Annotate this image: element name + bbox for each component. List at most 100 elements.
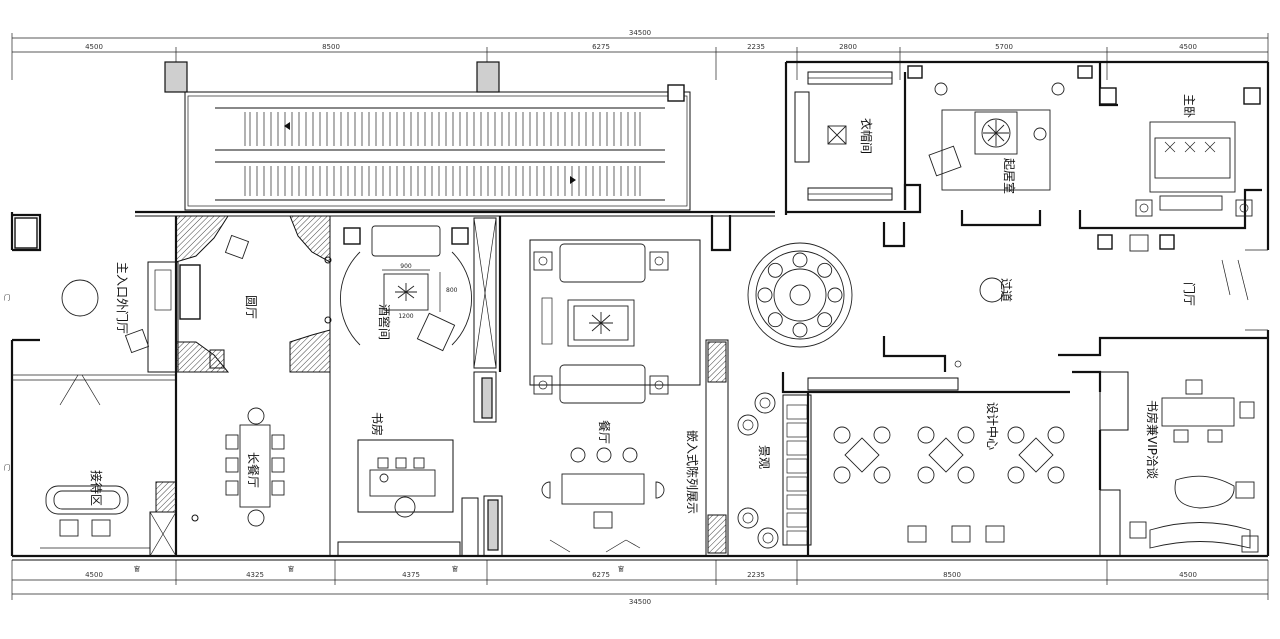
label-entrance: 主入口外门厅 [115, 262, 130, 334]
plant-core [742, 419, 754, 431]
plant-core [762, 532, 774, 544]
plant [757, 527, 779, 549]
label-sample: 景观 [757, 445, 771, 469]
escalator-steps [249, 112, 636, 196]
wine-room-sofa [371, 225, 441, 257]
plant-core [759, 397, 771, 409]
long-dining-chair [225, 434, 239, 450]
round-dining-chair [757, 287, 773, 303]
dimension-top-2: 8500 [322, 43, 340, 51]
design-chair [833, 466, 851, 484]
dimension-bottom-3: 4375 [402, 571, 420, 579]
label-table-width: 900 [400, 263, 412, 270]
vip-desk [1161, 397, 1235, 427]
design-chair [957, 466, 975, 484]
dimension-top-3: 6275 [592, 43, 610, 51]
escalator-column-mid [476, 61, 500, 93]
design-chair [833, 426, 851, 444]
entrance-area: 主入口外门厅 [12, 213, 179, 406]
label-lounge: 起居室 [1002, 158, 1017, 194]
design-tables [833, 426, 1065, 484]
design-table [844, 437, 880, 473]
design-chair [917, 426, 935, 444]
sample-cells [786, 404, 808, 546]
living-sofa-bottom [559, 364, 646, 404]
sample-plants [737, 392, 779, 549]
design-chair [1007, 466, 1025, 484]
plant [737, 414, 759, 436]
dimension-bottom-4: 6275 [592, 571, 610, 579]
round-dining-chair [767, 312, 783, 328]
label-cloakroom: 衣帽间 [859, 118, 874, 154]
escalator [164, 61, 691, 211]
sample-cell [786, 530, 808, 546]
wine-room: 900 800 1200 酒窖间 [339, 225, 473, 352]
living-room [529, 239, 701, 404]
lounge-star-icon [983, 120, 1009, 146]
vip-oval-table [1174, 475, 1235, 509]
long-dining-chair [271, 434, 285, 450]
vip-study: 书房兼VIP洽谈 [1072, 370, 1259, 557]
label-left-door-2: 门 [4, 464, 10, 472]
long-dining-chair [271, 480, 285, 496]
design-chair [1047, 466, 1065, 484]
round-dining-table [773, 268, 827, 322]
design-table [1018, 437, 1054, 473]
reception: 接待区 [40, 372, 178, 557]
label-study: 书房 [370, 412, 385, 436]
dimension-bottom-7: 4500 [1179, 571, 1197, 579]
escalator-arrow-left-icon [284, 122, 290, 130]
sample-cell [786, 458, 808, 474]
sample-cell [786, 512, 808, 528]
escalator-column-left [164, 61, 188, 93]
long-dining-chairs [225, 434, 285, 496]
round-dining-rug [747, 242, 853, 348]
dining-hall: 餐厅 [483, 420, 665, 557]
sample-cell [786, 494, 808, 510]
escalator-arrow-right-icon [570, 176, 576, 184]
partition-wall [473, 216, 502, 423]
dimension-bottom-2: 4325 [246, 571, 264, 579]
master-bed [1149, 121, 1236, 193]
label-wine-room: 酒窖间 [377, 304, 392, 340]
foyer-door-swing [1221, 259, 1249, 301]
sample-cell [786, 476, 808, 492]
label-reception: 接待区 [89, 470, 104, 506]
label-bottom-window-2: 窗 [288, 565, 294, 573]
label-table-height: 800 [446, 287, 458, 294]
label-left-door-1: 门 [4, 294, 10, 302]
bottom-dimension-chain: 4500 4325 4375 6275 2235 8500 4500 34500 [11, 560, 1269, 606]
round-hall: 圆厅 [174, 215, 332, 373]
label-table-depth: 1200 [398, 313, 413, 320]
study: 书房 [337, 412, 479, 557]
label-foyer: 门厅 [1182, 282, 1197, 306]
outer-walls [10, 60, 1270, 561]
long-dining-chair [225, 480, 239, 496]
label-round-hall: 圆厅 [244, 295, 258, 319]
sample-cell [786, 404, 808, 420]
label-dining-hall: 餐厅 [597, 420, 612, 444]
dimension-top-6: 5700 [995, 43, 1013, 51]
label-bottom-window-4: 窗 [618, 565, 624, 573]
wine-room-star-icon [395, 283, 417, 301]
dimension-bottom-6: 8500 [943, 571, 961, 579]
design-chair [957, 426, 975, 444]
round-dining-chair [792, 322, 808, 338]
design-center: 设计中心 [781, 372, 1070, 556]
dimension-bottom-1: 4500 [85, 571, 103, 579]
label-master-bedroom: 主卧 [1182, 94, 1196, 118]
long-dining: 长餐厅 [191, 372, 331, 556]
dining-table [561, 473, 645, 505]
living-star-icon [589, 312, 613, 334]
top-dimension-chain: 34500 4500 8500 6275 2235 2800 5700 4500 [11, 29, 1269, 80]
design-chair [873, 466, 891, 484]
long-dining-table [239, 424, 271, 508]
upper-right-suite: 衣帽间 起居室 主卧 [794, 62, 1261, 217]
design-chair [873, 426, 891, 444]
living-sofa-top [559, 243, 646, 283]
plant-core [742, 512, 754, 524]
total-dimension-bottom: 34500 [629, 598, 651, 606]
corridor: 过道 [710, 215, 1013, 372]
sample-cell [786, 440, 808, 456]
